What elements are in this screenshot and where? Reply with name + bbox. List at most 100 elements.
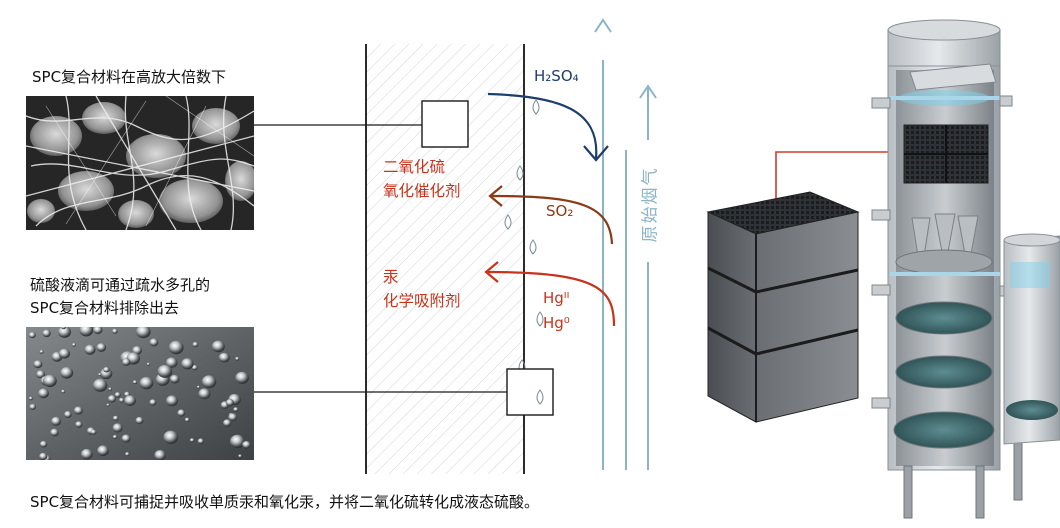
droplet — [235, 356, 240, 361]
droplet — [119, 397, 125, 403]
zoom-box-top — [421, 100, 469, 148]
droplet — [97, 445, 109, 456]
droplet — [230, 434, 245, 448]
so2-catalyst-label-1: 二氧化硫 — [383, 158, 446, 176]
droplet — [197, 438, 204, 444]
droplet — [61, 327, 66, 330]
droplet — [201, 375, 217, 389]
droplet — [39, 452, 48, 460]
droplet — [39, 350, 44, 354]
hg0-label: Hg⁰ — [543, 314, 570, 332]
droplet — [211, 340, 225, 353]
droplet — [191, 365, 198, 371]
droplet — [136, 327, 151, 339]
droplet — [149, 338, 159, 347]
droplet — [198, 388, 211, 400]
droplet — [112, 423, 123, 433]
droplet — [242, 441, 251, 449]
droplet — [106, 403, 110, 407]
zoom-box-bottom — [506, 368, 554, 416]
droplet — [33, 360, 43, 369]
droplet — [90, 429, 97, 435]
droplet — [125, 452, 130, 457]
droplet — [169, 374, 180, 384]
hg2-label: Hgᴵᴵ — [543, 289, 570, 307]
droplet — [114, 392, 121, 398]
droplet — [166, 395, 178, 407]
droplet — [112, 434, 118, 439]
droplet — [196, 385, 200, 389]
bottom-caption: SPC复合材料可捕捉并吸收单质汞和氧化汞，并将二氧化硫转化成液态硫酸。 — [30, 493, 540, 511]
droplet — [50, 428, 59, 437]
h2so4-arrow — [487, 92, 598, 159]
droplet — [238, 454, 242, 458]
microscope-caption: SPC复合材料在高放大倍数下 — [32, 68, 227, 86]
droplet — [157, 364, 173, 378]
droplet — [163, 430, 179, 444]
droplet — [122, 358, 131, 366]
droplet — [135, 416, 144, 425]
droplet — [112, 415, 119, 421]
droplet — [228, 413, 238, 422]
droplet — [235, 371, 249, 384]
droplet — [93, 327, 103, 335]
droplet — [64, 411, 72, 418]
droplet — [42, 329, 51, 338]
droplet — [28, 332, 36, 339]
droplet — [73, 406, 83, 415]
droplet — [39, 440, 48, 448]
droplets-image — [26, 327, 254, 460]
droplet — [146, 362, 151, 366]
droplet — [92, 378, 108, 392]
droplet — [124, 395, 136, 406]
so2-label: SO₂ — [546, 202, 574, 220]
droplet — [192, 341, 199, 348]
droplet — [181, 358, 194, 370]
mercury-label-1: 汞 — [383, 268, 399, 286]
droplets-caption-line-2: SPC复合材料排除出去 — [30, 299, 180, 317]
droplet — [43, 374, 57, 388]
droplet — [189, 438, 195, 443]
droplet — [29, 403, 36, 410]
droplet — [165, 357, 178, 368]
filter-layer-diagram — [254, 18, 657, 474]
droplet — [51, 416, 62, 426]
droplet — [168, 340, 184, 355]
droplet — [79, 327, 94, 337]
spc-module-stack — [706, 191, 860, 423]
droplet — [121, 434, 131, 443]
droplet — [80, 448, 93, 460]
so2-catalyst-label-2: 氧化催化剂 — [383, 182, 461, 200]
droplet — [177, 409, 186, 417]
droplet — [112, 328, 118, 334]
droplet — [108, 387, 112, 391]
droplet — [218, 352, 230, 363]
hg-arrow — [487, 270, 616, 327]
droplet — [61, 389, 66, 394]
spc-microscope-image — [26, 96, 254, 230]
droplets-caption-line-1: 硫酸液滴可通过疏水多孔的 — [30, 276, 211, 294]
droplet — [132, 380, 138, 385]
droplet — [154, 450, 166, 460]
droplet — [58, 348, 70, 359]
h2so4-label: H₂SO₄ — [534, 67, 579, 85]
droplet — [75, 421, 83, 428]
droplet — [96, 343, 107, 352]
droplet — [60, 367, 74, 379]
droplet — [225, 399, 234, 407]
droplet — [223, 419, 232, 427]
droplet — [84, 344, 96, 355]
so2-arrow — [491, 194, 614, 245]
droplet — [103, 366, 110, 373]
mercury-label-2: 化学吸附剂 — [383, 292, 461, 310]
scrubber-tower — [871, 19, 1060, 519]
droplet — [28, 396, 33, 401]
raw-flue-gas-label: 原始烟气 — [640, 166, 661, 243]
droplet — [184, 417, 190, 422]
droplet — [233, 407, 239, 412]
droplet — [36, 370, 45, 379]
droplet — [98, 373, 102, 376]
droplet — [107, 395, 117, 403]
droplet — [72, 343, 76, 347]
droplet — [139, 376, 154, 390]
